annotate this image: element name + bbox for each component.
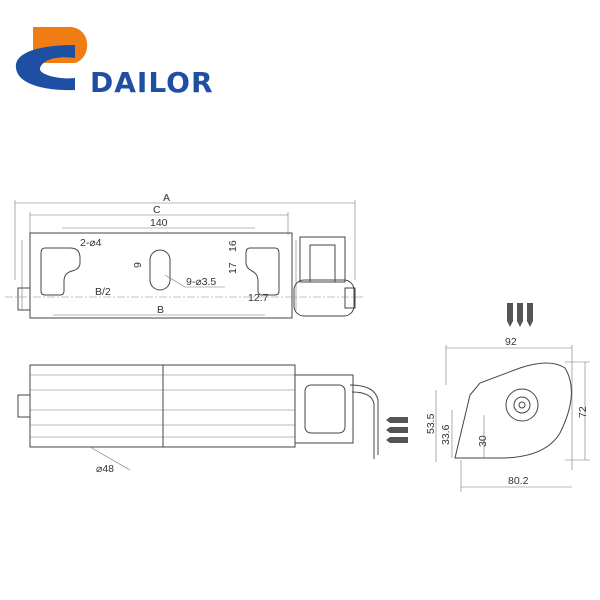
- dim-17: 17: [227, 262, 239, 274]
- side-view: 92 72 53.5 33.6 30 80.2: [425, 303, 590, 492]
- dim-B: B: [157, 304, 164, 316]
- holes-9-dia-3-5: 9-⌀3.5: [186, 276, 216, 288]
- dim-140: 140: [150, 217, 168, 229]
- holes-2-dia-4: 2-⌀4: [80, 237, 102, 249]
- top-view: A C 140 2-⌀4 9 17 16 9-⌀3.5 B/2 12.7 B: [5, 192, 365, 319]
- airflow-arrows-left: [386, 417, 408, 443]
- dim-12-7: 12.7: [248, 292, 269, 304]
- dim-B-half: B/2: [95, 286, 111, 298]
- dim-53-5: 53.5: [425, 413, 437, 434]
- airflow-arrows-down: [507, 303, 533, 327]
- logo-text: DAILOR: [90, 66, 214, 99]
- dailor-logo: DAILOR: [15, 27, 214, 99]
- front-view: ⌀48: [17, 364, 408, 475]
- diameter-48: ⌀48: [96, 463, 114, 475]
- logo-blue-shape: [15, 45, 75, 91]
- dim-72: 72: [577, 406, 589, 418]
- dim-80-2: 80.2: [508, 475, 529, 487]
- dim-16: 16: [227, 240, 239, 252]
- dim-C: C: [153, 204, 161, 216]
- dim-9: 9: [132, 262, 144, 268]
- dim-92: 92: [505, 336, 517, 348]
- dim-A: A: [163, 192, 170, 204]
- dim-30: 30: [477, 435, 489, 447]
- dim-33-6: 33.6: [440, 424, 452, 445]
